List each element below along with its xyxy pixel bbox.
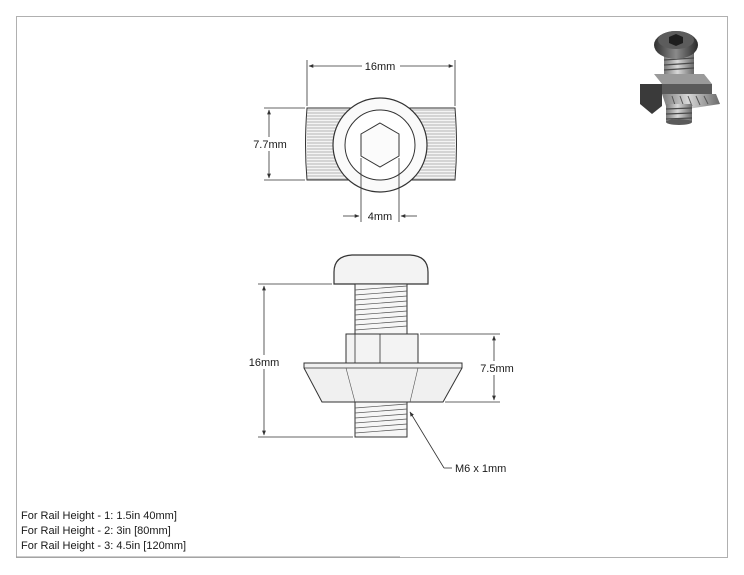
dim-nut-height: 7.5mm [480, 363, 514, 375]
dim-side-height: 16mm [249, 357, 280, 369]
side-view [303, 254, 463, 438]
rail-height-note-1: For Rail Height - 1: 1.5in 40mm] [21, 510, 177, 522]
hex-socket [360, 122, 400, 168]
bolt-head-side [333, 254, 429, 285]
dim-thread-callout: M6 x 1mm [455, 463, 506, 475]
dim-top-width: 16mm [365, 61, 396, 73]
upper-thread-lines [354, 285, 408, 331]
tnut-wings [303, 362, 463, 403]
top-view [305, 97, 457, 193]
rail-height-note-3: For Rail Height - 3: 4.5in [120mm] [21, 540, 187, 552]
isometric-preview-icon [640, 31, 720, 125]
tnut-upper-block [345, 333, 419, 364]
dim-hex-socket: 4mm [368, 211, 392, 223]
lower-thread-lines [354, 403, 408, 434]
rail-height-note-2: For Rail Height - 2: 3in [80mm] [21, 525, 171, 537]
dim-top-height: 7.7mm [253, 139, 287, 151]
